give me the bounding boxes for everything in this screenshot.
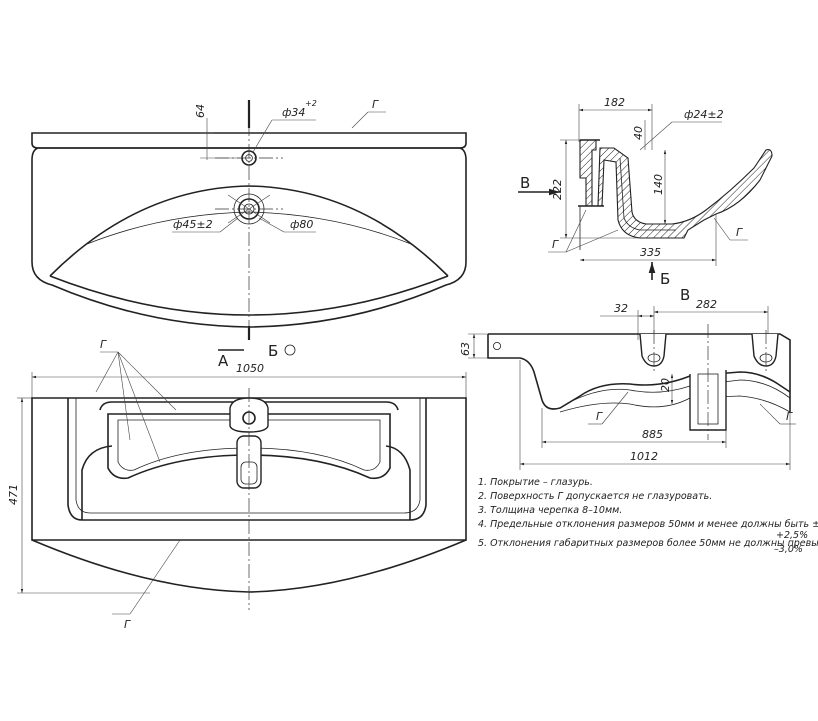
front-view: 1050 471 Г Г bbox=[7, 338, 467, 631]
dim-222-label: 222 bbox=[551, 179, 564, 200]
dim-34-label: ф34 bbox=[282, 106, 305, 119]
dim-1012-label: 1012 bbox=[630, 450, 658, 463]
dim-63-label: 63 bbox=[459, 342, 472, 356]
dim-885-label: 885 bbox=[642, 428, 663, 441]
tolerance-minus: –3,0% bbox=[774, 544, 803, 555]
dim-20-label: 20 bbox=[659, 378, 672, 392]
dim-140-label: 140 bbox=[652, 174, 665, 195]
label-g-bottom: Г bbox=[124, 618, 131, 631]
side-section-view: 182 ф24±2 40 140 222 335 Г Г В bbox=[518, 96, 773, 288]
dim-282-label: 282 bbox=[696, 298, 717, 311]
note-2: 2. Поверхность Г допускается не глазуров… bbox=[478, 491, 712, 502]
notes-block: 1. Покрытие – глазурь. 2. Поверхность Г … bbox=[478, 477, 818, 555]
view-v-title: В bbox=[680, 286, 690, 304]
view-b-label: Б bbox=[268, 342, 278, 360]
tolerance-plus: +2,5% bbox=[776, 530, 808, 541]
dim-335-label: 335 bbox=[640, 246, 661, 259]
label-g-view-right: Г bbox=[786, 410, 793, 423]
dim-40-label: 40 bbox=[632, 126, 645, 140]
dim-32-label: 32 bbox=[614, 302, 628, 315]
dim-64-label: 64 bbox=[194, 104, 207, 118]
top-view: 64 ф34 +2 Г ф45±2 ф80 bbox=[31, 98, 467, 340]
label-g-side-right: Г bbox=[736, 226, 743, 239]
label-g-top: Г bbox=[372, 98, 379, 111]
view-v-arrow-label: В bbox=[520, 174, 530, 192]
note-4: 4. Предельные отклонения размеров 50мм и… bbox=[478, 519, 818, 530]
view-v: В 32 282 63 20 bbox=[459, 286, 796, 470]
view-a-label: А bbox=[218, 352, 229, 370]
label-g-front: Г bbox=[100, 338, 107, 351]
label-g-view-left: Г bbox=[596, 410, 603, 423]
label-g-side-left: Г bbox=[552, 238, 559, 251]
dim-24-label: ф24±2 bbox=[684, 108, 724, 121]
dim-45-label: ф45±2 bbox=[173, 218, 213, 231]
dim-471-label: 471 bbox=[7, 484, 20, 505]
note-1: 1. Покрытие – глазурь. bbox=[478, 477, 593, 488]
view-b-arrow-label: Б bbox=[660, 270, 670, 288]
dim-1050-label: 1050 bbox=[236, 362, 264, 375]
dim-80-label: ф80 bbox=[290, 218, 313, 231]
note-3: 3. Толщина черепка 8–10мм. bbox=[478, 505, 622, 516]
dim-182-label: 182 bbox=[604, 96, 625, 109]
note-5: 5. Отклонения габаритных размеров более … bbox=[478, 538, 818, 549]
dim-34-tolerance: +2 bbox=[305, 99, 317, 108]
